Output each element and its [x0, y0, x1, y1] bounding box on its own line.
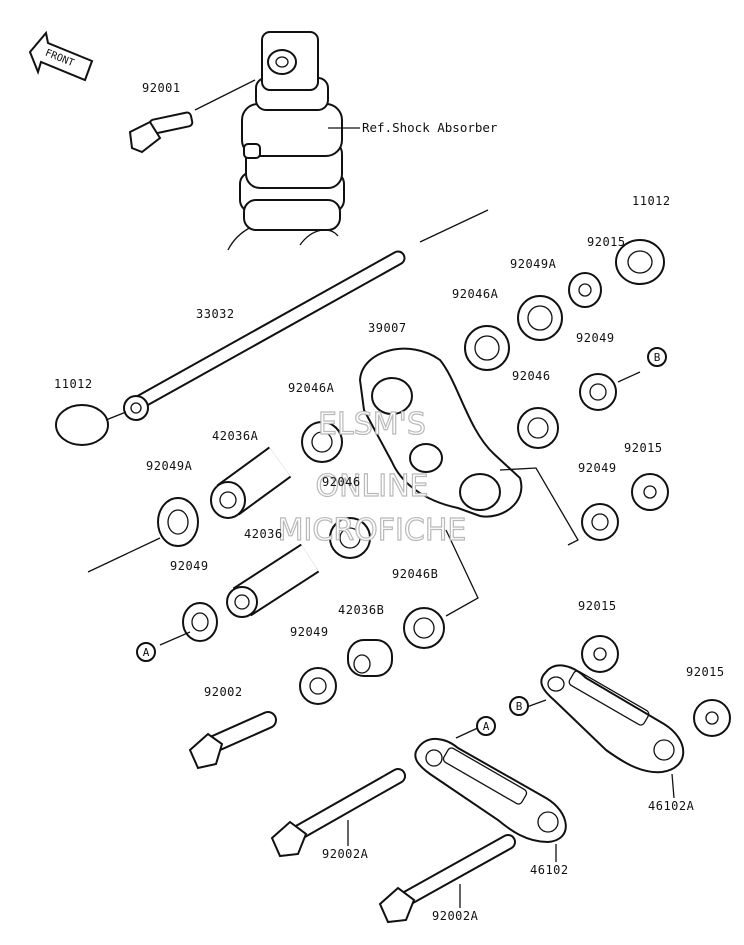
part-92046A-top — [464, 325, 510, 371]
label-11012-right: 11012 — [632, 194, 671, 208]
part-92015-far — [693, 699, 731, 737]
label-33032: 33032 — [196, 307, 235, 321]
label-92046-right: 92046 — [512, 369, 551, 383]
label-92015-far: 92015 — [686, 665, 725, 679]
part-92049A-top — [517, 295, 563, 341]
part-92049-low — [299, 667, 337, 705]
label-42036A: 42036A — [212, 429, 259, 443]
svg-text:MICROFICHE: MICROFICHE — [278, 513, 467, 548]
label-46102A: 46102A — [648, 799, 695, 813]
part-92002-bolt — [188, 711, 277, 770]
watermark: ELSM'S ONLINE MICROFICHE — [277, 406, 467, 548]
part-46102A-link — [540, 664, 685, 774]
shock-absorber-reference: Ref.Shock Absorber — [362, 120, 498, 135]
label-92015-mid: 92015 — [624, 441, 663, 455]
part-42036A-collar — [210, 446, 292, 519]
svg-text:ONLINE: ONLINE — [315, 469, 428, 504]
label-92046B: 92046B — [392, 567, 438, 581]
part-92049A-left — [157, 497, 199, 547]
label-92002A-mid: 92002A — [322, 847, 369, 861]
shock-absorber-ref — [227, 31, 345, 251]
svg-text:B: B — [654, 351, 661, 364]
part-92015-mid — [631, 473, 669, 511]
label-92046-center: 92046 — [322, 475, 361, 489]
svg-text:A: A — [143, 646, 150, 659]
part-42036B-collar — [347, 639, 393, 677]
label-11012-left: 11012 — [54, 377, 93, 391]
part-92001-bolt — [128, 111, 194, 154]
label-92049-top: 92049 — [576, 331, 615, 345]
part-42036-collar — [226, 543, 320, 618]
label-92002A-bottom: 92002A — [432, 909, 479, 923]
part-92015-top — [568, 272, 602, 308]
svg-text:B: B — [516, 700, 523, 713]
label-92049A-top: 92049A — [510, 257, 557, 271]
label-92046A-top: 92046A — [452, 287, 499, 301]
label-92046A-mid: 92046A — [288, 381, 335, 395]
label-42036B: 42036B — [338, 603, 384, 617]
part-92046A-mid — [301, 421, 343, 463]
label-92049-low: 92049 — [290, 625, 329, 639]
svg-text:A: A — [483, 720, 490, 733]
part-33032-shaft — [123, 250, 406, 421]
label-39007: 39007 — [368, 321, 407, 335]
label-46102: 46102 — [530, 863, 569, 877]
label-92001: 92001 — [142, 81, 181, 95]
front-arrow-icon: FRONT — [28, 30, 94, 82]
label-92049-mid: 92049 — [578, 461, 617, 475]
label-92015-top: 92015 — [587, 235, 626, 249]
part-92049-top — [579, 373, 617, 411]
label-92002: 92002 — [204, 685, 243, 699]
connector-a-left: A — [136, 642, 156, 662]
part-11012-left-cap — [55, 404, 109, 446]
connector-b-link: B — [509, 696, 529, 716]
part-92015-low — [581, 635, 619, 673]
label-92015-low: 92015 — [578, 599, 617, 613]
part-92049-left — [182, 602, 218, 642]
part-92046-right — [517, 407, 559, 449]
label-42036: 42036 — [244, 527, 283, 541]
part-92002A-bolt-mid — [270, 768, 406, 858]
connector-b-rocker: B — [647, 347, 667, 367]
part-92046-center — [329, 517, 371, 559]
svg-text:ELSM'S: ELSM'S — [318, 407, 426, 442]
part-92046B — [403, 607, 445, 649]
part-92002A-bolt-bottom — [378, 834, 516, 924]
label-92049A-left: 92049A — [146, 459, 193, 473]
connector-a-link: A — [476, 716, 496, 736]
label-92049-left: 92049 — [170, 559, 209, 573]
part-11012-right-cap — [615, 239, 665, 285]
part-46102-link — [414, 738, 567, 844]
part-39007-rocker-arm — [358, 347, 523, 518]
part-92049-mid — [581, 503, 619, 541]
